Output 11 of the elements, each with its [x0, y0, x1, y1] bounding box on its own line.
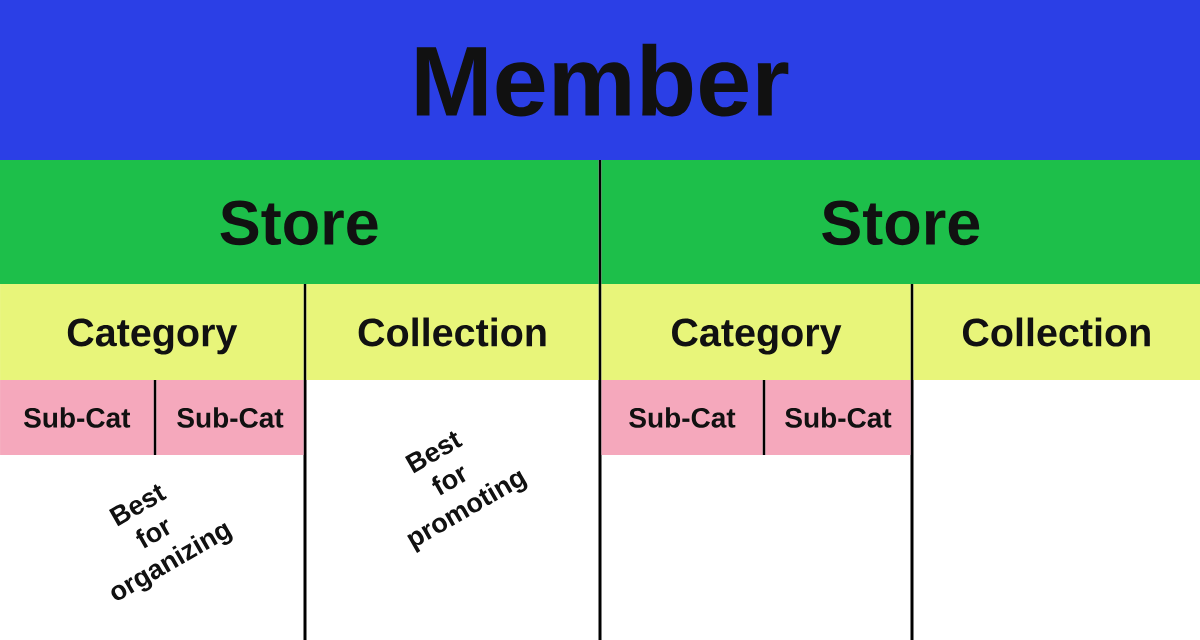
store-band: Store [0, 160, 599, 284]
sub-category-cell: Sub-Cat [601, 380, 763, 455]
column-header: Collection [913, 284, 1200, 380]
column-header: Collection [306, 284, 599, 380]
column-header: Category [0, 284, 304, 380]
store-band: Store [601, 160, 1200, 284]
sub-category-cell: Sub-Cat [156, 380, 304, 455]
sub-category-cell: Sub-Cat [765, 380, 911, 455]
sub-category-cell: Sub-Cat [0, 380, 154, 455]
column-header: Category [601, 284, 911, 380]
header-band: Member [0, 0, 1200, 160]
